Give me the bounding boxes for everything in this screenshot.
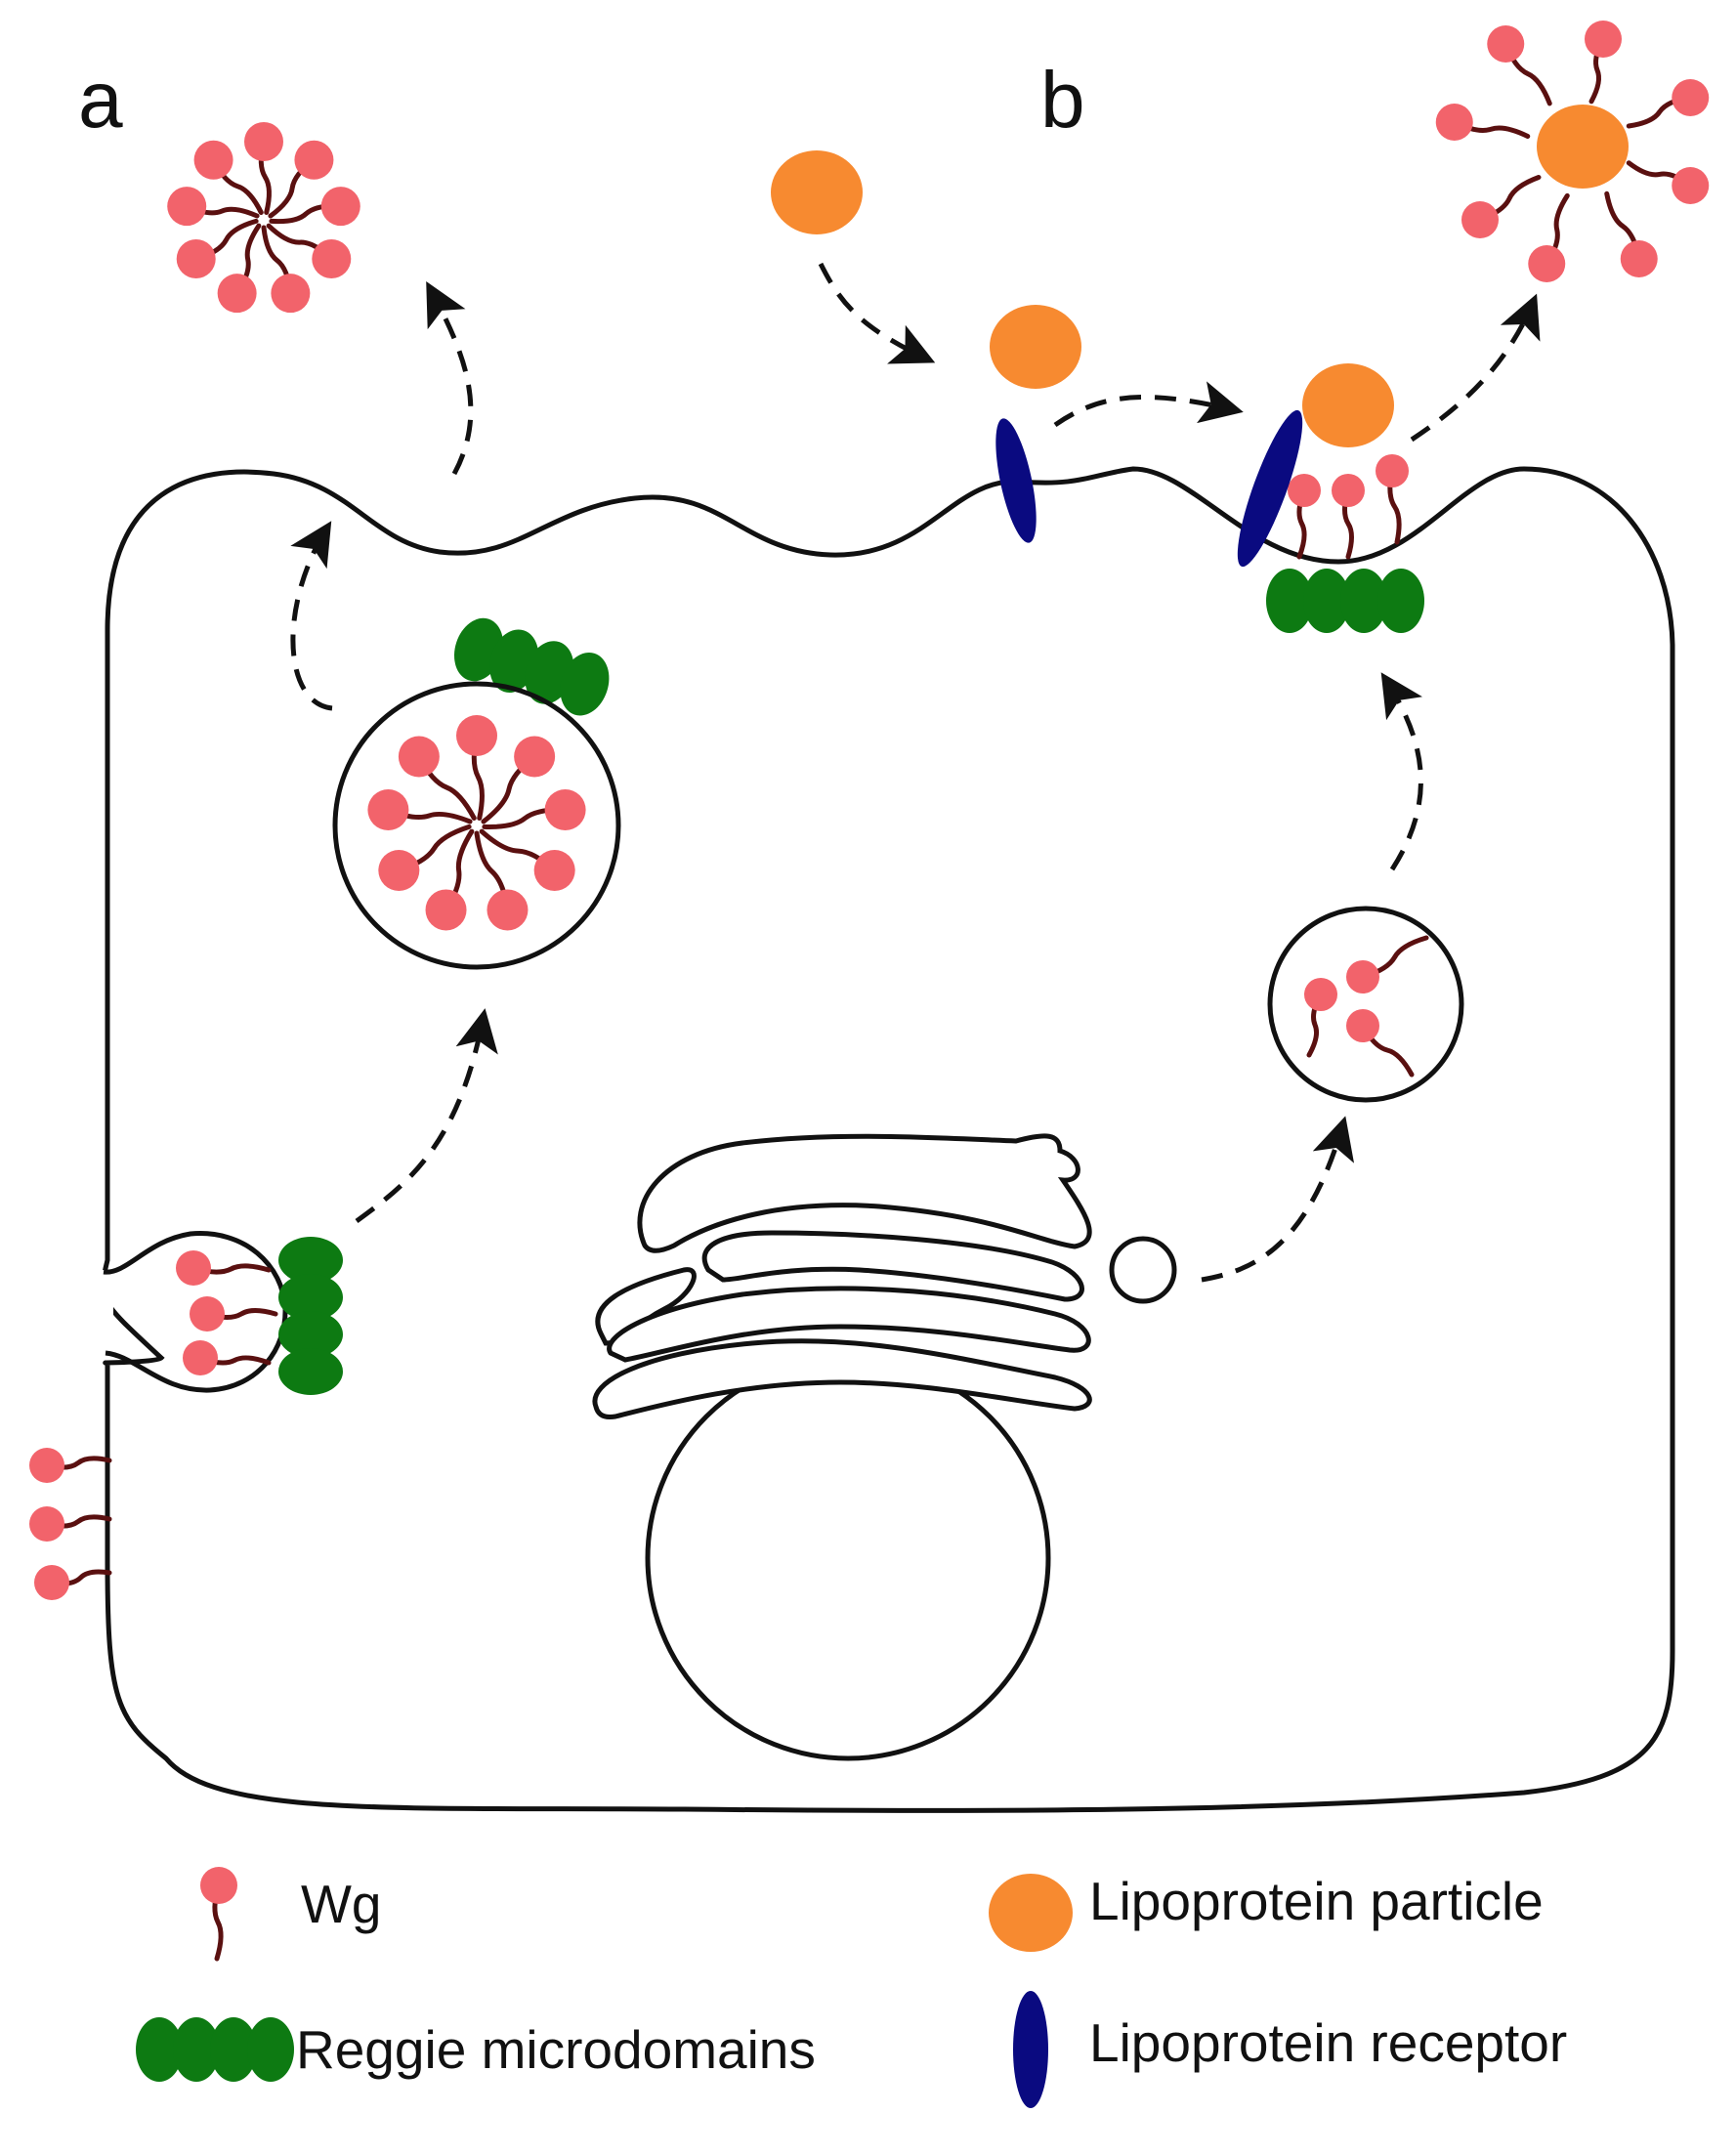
legend-lipoprotein-particle-symbol: [989, 1874, 1073, 1952]
wg-bud-molecule: [190, 1296, 278, 1332]
trafficking-arrows: [290, 262, 1541, 1283]
wg-lipoprotein-molecule: [1626, 79, 1710, 129]
arrow-vesicle-to-apical: [1380, 672, 1423, 871]
wg-surface-molecule: [34, 1565, 112, 1600]
arrow-vesicle-to-membrane: [290, 521, 333, 711]
legend-label-lipoprotein-receptor: Lipoprotein receptor: [1089, 2012, 1567, 2073]
wg-micelle-molecule: [176, 218, 259, 278]
wg-surface-molecule: [29, 1448, 112, 1483]
lipoprotein-particle-loading: [1302, 363, 1394, 447]
transport-vesicle-a: [332, 681, 621, 970]
wg-molecules: [29, 21, 1710, 1962]
receptor-2: [1237, 409, 1303, 568]
arrow-receptor-to-microdomain: [1053, 381, 1244, 428]
arrow-particle-to-receptor: [818, 262, 936, 364]
golgi-apparatus: [592, 1133, 1177, 1419]
wg-vesicle-molecule: [481, 736, 556, 824]
lipoprotein-particle-free: [771, 150, 863, 234]
wg-lipoprotein-molecule: [1435, 104, 1531, 141]
wg-surface-molecule: [29, 1506, 112, 1542]
arrow-bud-to-vesicle: [355, 1008, 498, 1224]
wg-micelle-molecule: [244, 122, 283, 215]
arrow-membrane-to-exosome: [426, 280, 474, 476]
arrow-to-loaded-particle: [1410, 293, 1541, 443]
wg-micelle-molecule: [167, 187, 260, 227]
panel-label-a: a: [78, 56, 123, 145]
wg-lipoprotein-molecule: [1604, 190, 1658, 277]
legend-label-lipoprotein-particle: Lipoprotein particle: [1089, 1871, 1544, 1931]
wg-vesicle-b-molecule: [1304, 978, 1337, 1058]
panel-label-b: b: [1040, 56, 1085, 145]
legend-wg-symbol: [200, 1867, 237, 1962]
wg-micelle-molecule: [193, 140, 264, 215]
wg-micelle-molecule: [217, 223, 262, 314]
wg-apical-molecule: [1288, 474, 1321, 560]
wg-vesicle-molecule: [398, 736, 477, 821]
wg-vesicle-molecule: [425, 828, 475, 931]
lipoprotein-receptors: [995, 409, 1303, 2108]
wg-lipoprotein-molecule: [1585, 21, 1622, 105]
nucleus: [645, 1355, 1051, 1761]
wg-lipoprotein-molecule: [1626, 160, 1710, 204]
legend-lipoprotein-receptor-symbol: [1013, 1991, 1048, 2108]
lipoprotein-particle-bound: [990, 305, 1081, 389]
wg-vesicle-molecule: [378, 824, 472, 891]
wg-micelle-molecule: [269, 187, 360, 227]
transport-vesicle-b: [1267, 906, 1464, 1103]
wg-vesicle-molecule: [479, 828, 575, 891]
legend-label-reggie: Reggie microdomains: [296, 2019, 816, 2080]
wg-bud-molecule: [176, 1250, 272, 1286]
legend-label-wg: Wg: [301, 1874, 382, 1934]
wg-vesicle-molecule: [482, 789, 586, 831]
cell-membrane: [100, 466, 1675, 1813]
wg-apical-molecule: [1332, 474, 1365, 560]
lipoprotein-particles: [771, 105, 1629, 1952]
wg-micelle-molecule: [261, 225, 311, 314]
wg-bud-molecule: [183, 1340, 272, 1375]
wg-micelle-molecule: [266, 223, 352, 278]
wg-vesicle-molecule: [367, 789, 473, 831]
wg-lipoprotein-molecule: [1528, 192, 1570, 282]
receptor-1: [995, 418, 1037, 543]
lipoprotein-particle-loaded: [1537, 105, 1629, 189]
wg-vesicle-molecule: [456, 715, 497, 821]
wg-vesicle-b-molecule: [1346, 1009, 1415, 1078]
wg-vesicle-molecule: [474, 830, 529, 931]
legend-reggie-symbol: [136, 2017, 294, 2082]
wg-apical-molecule: [1376, 454, 1409, 545]
reggie-microdomains: [136, 569, 1424, 2082]
wg-lipoprotein-molecule: [1487, 25, 1552, 106]
wg-lipoprotein-molecule: [1461, 175, 1542, 238]
wg-vesicle-b-molecule: [1346, 935, 1429, 993]
wg-micelle-molecule: [268, 140, 334, 219]
arrow-golgi-to-vesicle: [1201, 1116, 1355, 1283]
